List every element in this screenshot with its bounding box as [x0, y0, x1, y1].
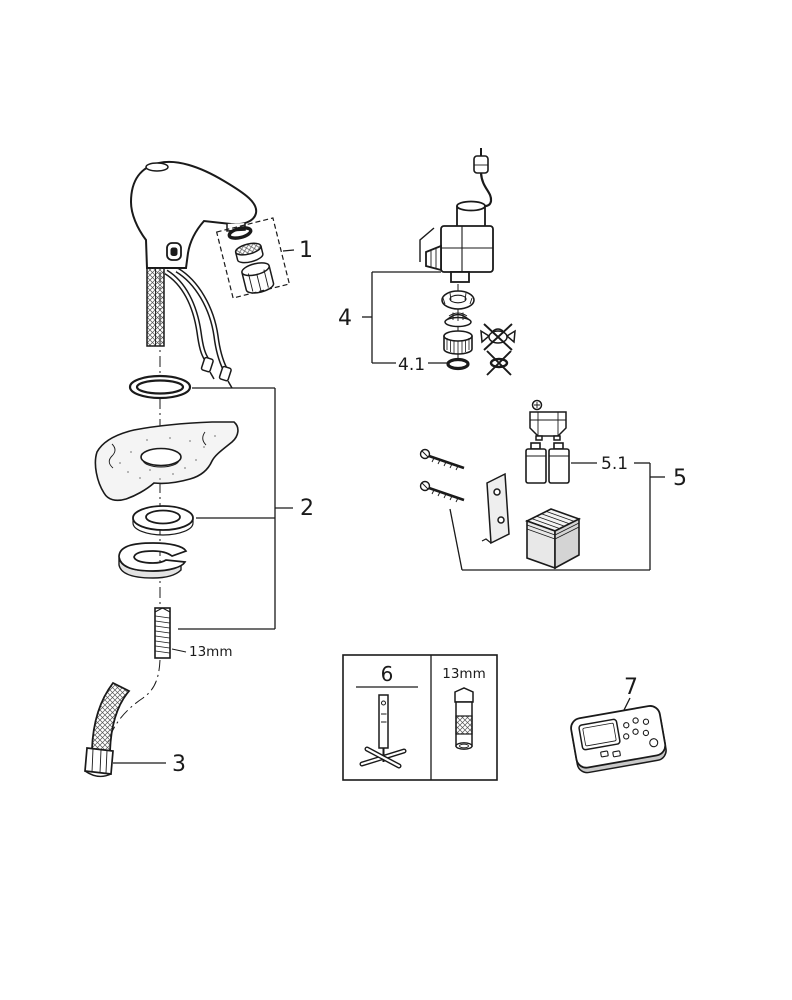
tool-socket-size-label: 13mm: [442, 666, 485, 682]
battery-box: [524, 508, 582, 570]
aerator-o-ring: [227, 226, 253, 240]
screws: [419, 448, 465, 503]
solenoid-valve: [419, 200, 494, 283]
callout-5-bracket: [449, 462, 665, 571]
remote-screen: [578, 718, 621, 751]
mounting-plate: [481, 472, 510, 545]
flex-hose: [84, 681, 166, 778]
batteries: [525, 442, 570, 484]
callout-5-label: 5: [673, 466, 687, 491]
callout-6-label: 6: [381, 662, 394, 686]
valve-union-nut: [441, 290, 475, 310]
callout-4-label: 4: [338, 306, 352, 331]
stud-size-label: 13mm: [189, 644, 232, 660]
cross-out-mark: [486, 350, 512, 376]
mounting-nut: [443, 330, 473, 355]
faucet-top-cap: [145, 162, 169, 172]
callout-1-label: 1: [299, 238, 313, 263]
socket-tool: [454, 687, 474, 750]
base-gasket: [132, 505, 194, 536]
solenoid-cable: [473, 148, 493, 208]
remote-buttons: [600, 717, 659, 758]
callout-2-bracket: [178, 387, 293, 630]
threaded-stud: [154, 607, 187, 659]
remote-control: [570, 705, 667, 774]
hose-nut: [84, 747, 114, 778]
callout-7-label: 7: [624, 675, 638, 700]
base-o-ring: [128, 374, 192, 400]
discarded-parts: [480, 323, 516, 376]
mounting-horseshoe: [118, 542, 188, 579]
sink-deck: [94, 421, 239, 502]
connection-hoses: [164, 267, 233, 389]
cross-out-mark: [483, 323, 513, 351]
faucet-body: [129, 160, 258, 269]
callout-1-leader: [282, 249, 295, 252]
sensor-bracket: [529, 399, 567, 441]
callout-4-bracket: [362, 271, 447, 364]
callout-5-1-label: 5.1: [601, 454, 628, 474]
filter-strainer: [444, 309, 472, 328]
callout-3-label: 3: [172, 752, 186, 777]
faucet-supply-shaft: [146, 267, 165, 347]
aerator-dashed-frame: [215, 217, 291, 299]
mounting-tool: [359, 694, 407, 769]
callout-2-label: 2: [300, 496, 314, 521]
callout-4-1-label: 4.1: [398, 355, 425, 375]
aerator-parts: [215, 217, 295, 299]
deck-hole: [140, 447, 182, 467]
stud-size-leader: [171, 648, 187, 653]
valve-o-ring: [446, 357, 470, 371]
